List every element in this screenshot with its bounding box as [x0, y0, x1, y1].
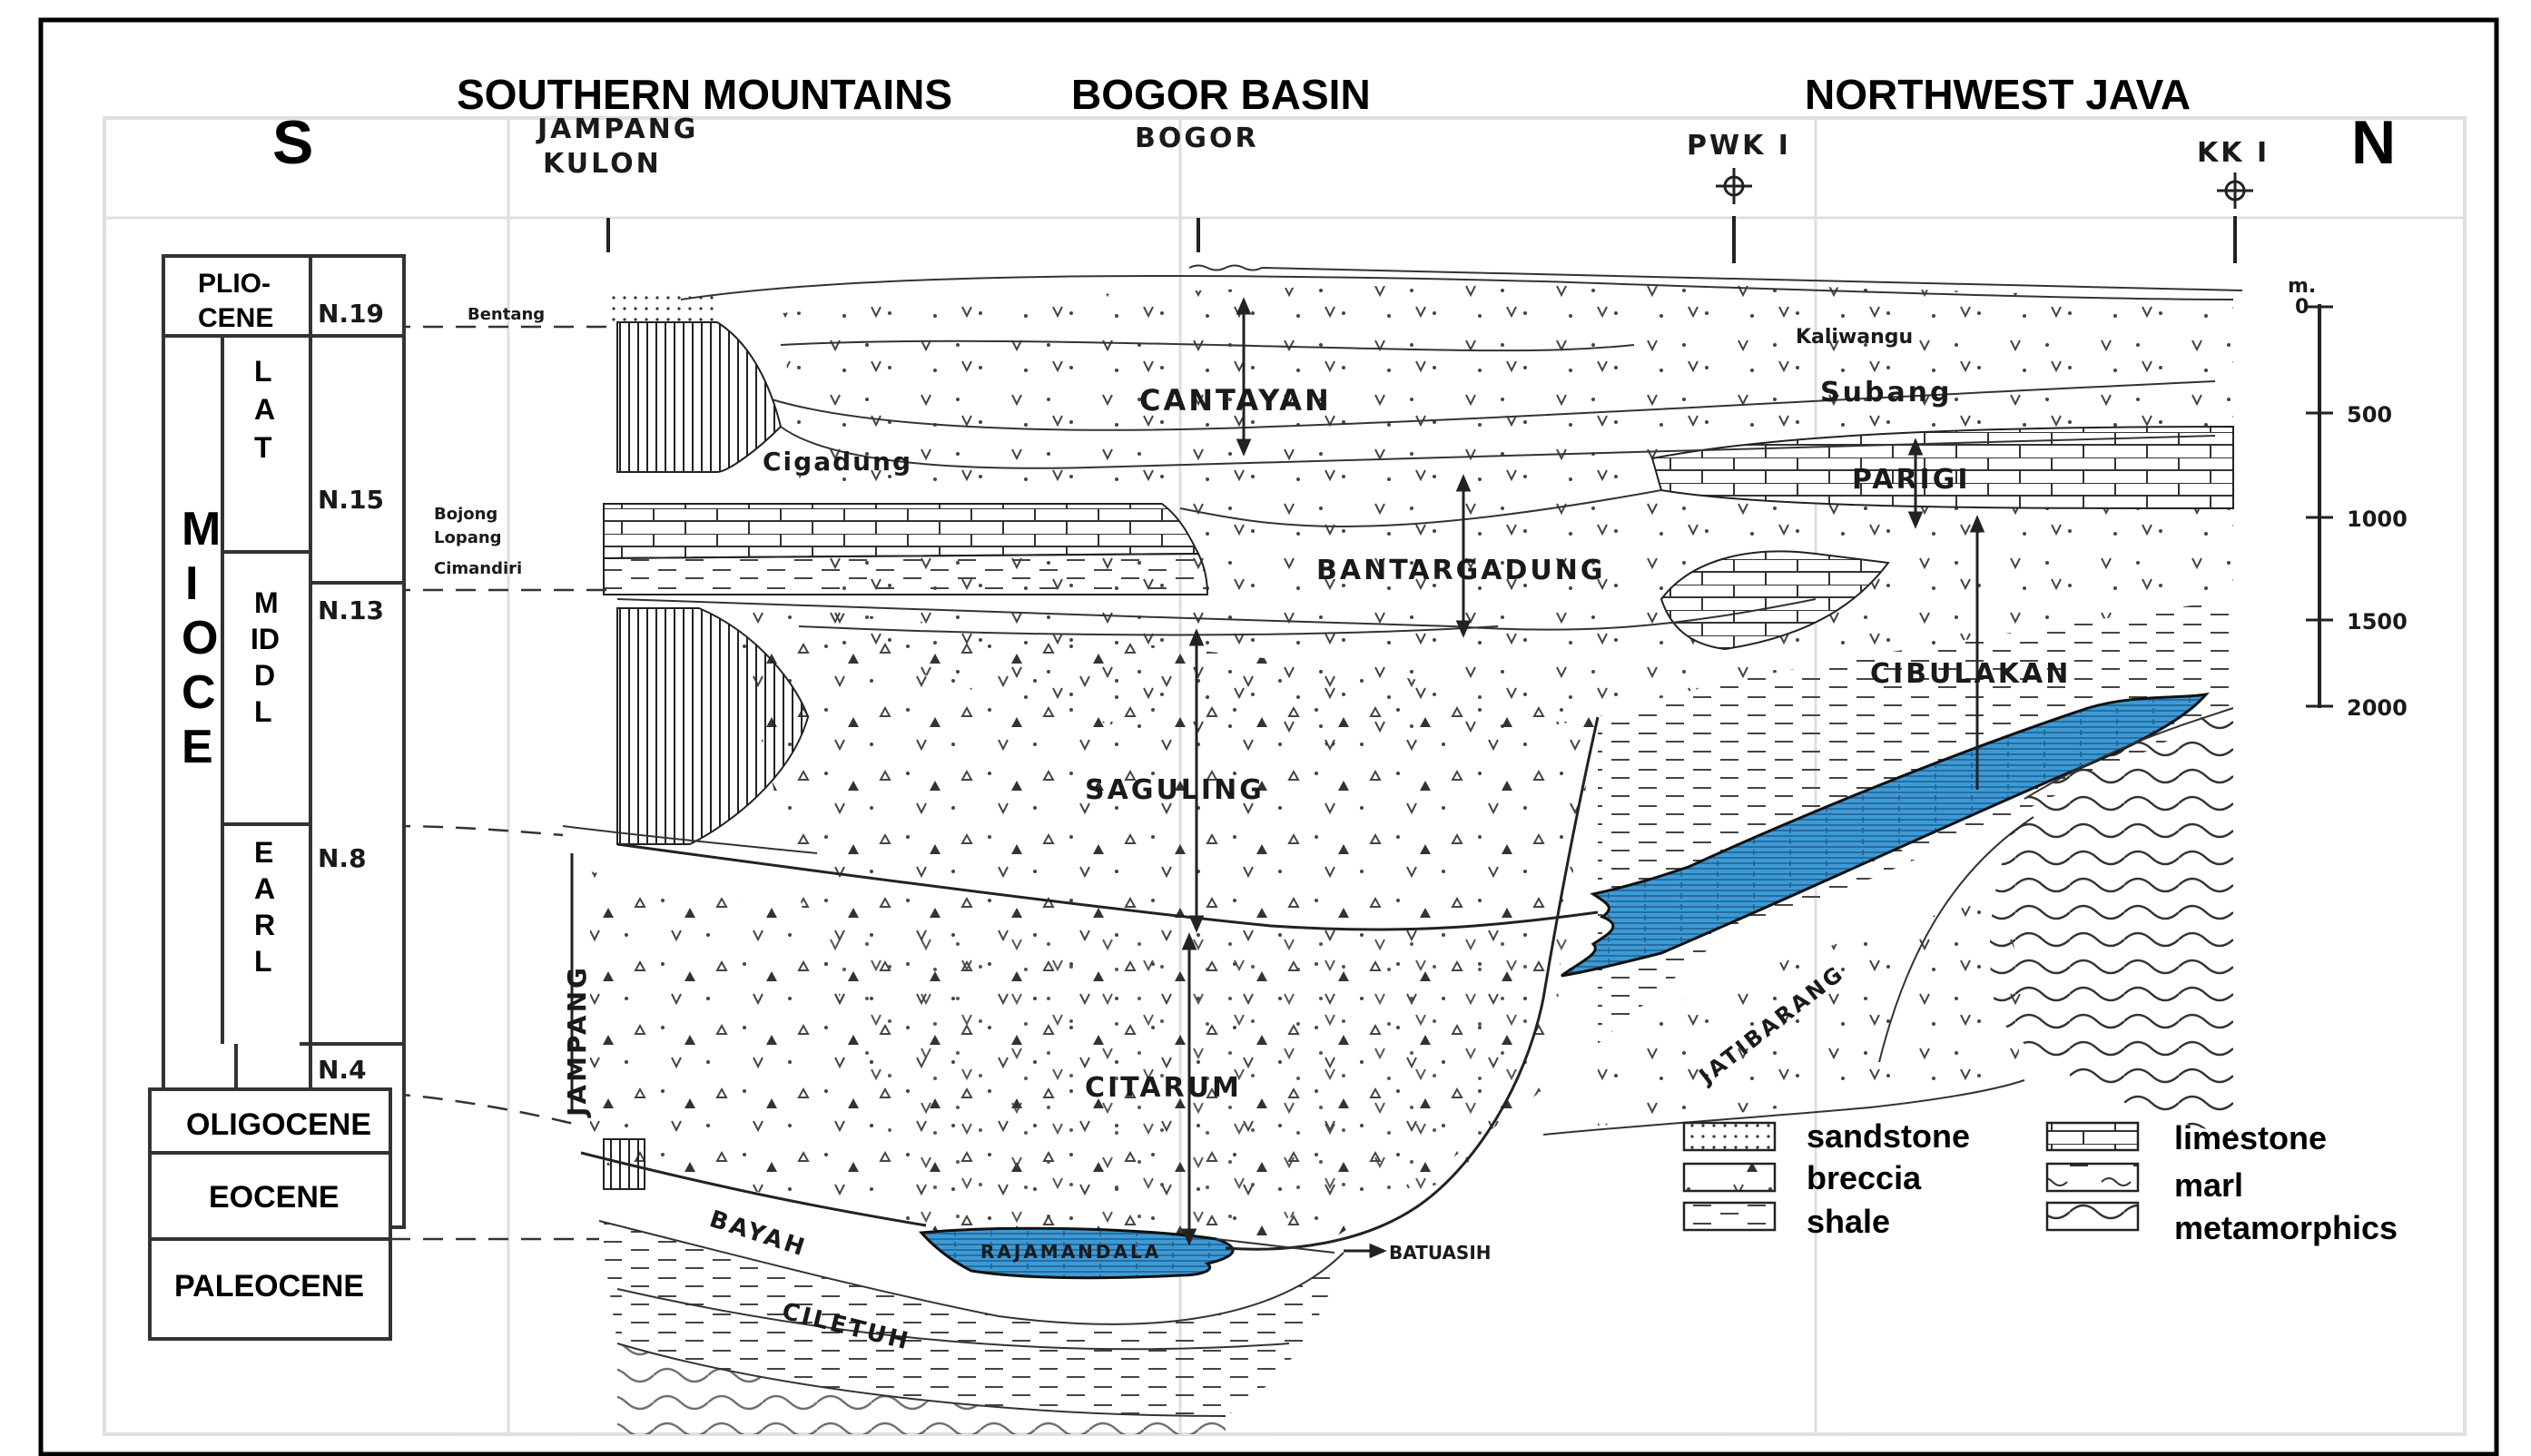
legend-sandstone: sandstone — [1807, 1117, 1970, 1155]
bayah-ciletuh-fill — [599, 1221, 1344, 1416]
location-kk1: KK I — [2197, 137, 2270, 169]
depth-scale — [2306, 304, 2333, 708]
legend-metamorphics: metamorphics — [2174, 1209, 2398, 1246]
middle-letter-3: D — [254, 659, 275, 692]
late-letter-2: A — [254, 393, 275, 426]
talang-akar-carbonate-highlight — [1561, 692, 2210, 978]
bojong-lopang-limestone — [603, 503, 1200, 560]
miocene-letter-3: O — [182, 612, 218, 664]
late-letter-3: T — [254, 431, 272, 464]
epoch-paleocene: PALEOCENE — [174, 1269, 364, 1304]
miocene-letter-1: M — [182, 503, 221, 556]
header-bogor-basin: BOGOR BASIN — [1071, 71, 1371, 118]
early-letter-3: R — [254, 909, 275, 941]
formation-jampang: JAMPANG — [562, 965, 592, 1118]
early-letter-1: E — [254, 836, 273, 869]
legend-shale: shale — [1807, 1203, 1890, 1240]
zone-n8: N.8 — [318, 843, 367, 873]
miocene-letter-2: I — [185, 557, 198, 610]
legend-swatches — [1682, 1121, 2140, 1232]
zone-n13: N.13 — [318, 595, 384, 625]
location-jampang: JAMPANG — [536, 113, 698, 145]
epoch-miocene: M I O C E — [182, 503, 221, 773]
epoch-pliocene-2: CENE — [198, 303, 273, 333]
formation-bentang: Bentang — [468, 305, 545, 324]
header-southern-mountains: SOUTHERN MOUNTAINS — [457, 71, 952, 118]
citarum-lower-fill — [817, 917, 1589, 1238]
legend-marl: marl — [2174, 1166, 2243, 1204]
depth-tick-0: 0 — [2295, 296, 2309, 319]
depth-unit: m. — [2288, 275, 2316, 298]
hatched-column-lower — [616, 607, 810, 845]
thickness-arrows — [1181, 297, 1985, 1259]
bentang-lens — [608, 290, 717, 322]
formation-subang: Subang — [1820, 377, 1953, 408]
formation-cantayan: CANTAYAN — [1139, 383, 1332, 418]
location-kulon: KULON — [543, 148, 662, 180]
subepoch-late: L A T — [254, 355, 275, 464]
ciletuh-basement-fill — [617, 1343, 1226, 1434]
formation-cimandiri: Cimandiri — [434, 559, 522, 578]
depth-tick-2000: 2000 — [2347, 695, 2408, 721]
depth-tick-1500: 1500 — [2347, 609, 2408, 635]
jampang-breccia-fill — [590, 871, 917, 1207]
time-column — [148, 254, 406, 1341]
south-label: S — [272, 108, 313, 177]
subepoch-early: E A R L — [254, 836, 275, 978]
formation-citarum: CITARUM — [1085, 1072, 1242, 1104]
well-markers — [606, 168, 2253, 263]
metamorphic-basement-fill — [1989, 708, 2233, 1135]
formation-parigi: PARIGI — [1852, 464, 1971, 496]
boundary-lines — [562, 264, 2243, 1417]
middle-letter-2: ID — [251, 623, 280, 655]
subepoch-middle: M ID D L — [251, 586, 280, 728]
bantargadung-limestone — [1659, 550, 1890, 651]
formation-bojong: Bojong — [434, 505, 497, 524]
legend-breccia: breccia — [1807, 1159, 1922, 1196]
formation-cigadung: Cigadung — [763, 447, 912, 477]
middle-letter-4: L — [254, 695, 272, 728]
formation-kaliwangu: Kaliwangu — [1796, 326, 1913, 349]
zone-n15: N.15 — [318, 485, 384, 515]
rajamandala-highlight — [918, 1226, 1235, 1280]
formation-batuasih: BATUASIH — [1389, 1242, 1492, 1264]
location-pwk1: PWK I — [1687, 130, 1791, 162]
miocene-letter-4: C — [182, 666, 216, 719]
early-letter-2: A — [254, 872, 275, 905]
epoch-pliocene-1: PLIO- — [198, 269, 271, 299]
jatibarang-fill — [1598, 899, 2021, 1126]
epoch-oligocene: OLIGOCENE — [186, 1107, 371, 1142]
zone-n19: N.19 — [318, 299, 384, 329]
early-letter-4: L — [254, 945, 272, 978]
north-label: N — [2351, 108, 2396, 177]
zone-n4: N.4 — [318, 1055, 367, 1085]
formation-saguling: SAGULING — [1085, 774, 1265, 806]
formation-bantargadung: BANTARGADUNG — [1316, 555, 1605, 586]
correlation-dashes — [389, 325, 608, 1241]
formation-rajamandala: RAJAMANDALA — [980, 1241, 1161, 1263]
figure-frame — [38, 17, 2499, 1456]
cimandiri-shale — [603, 552, 1209, 595]
hatched-column-upper — [616, 321, 783, 473]
formation-lopang: Lopang — [434, 528, 502, 547]
late-letter-1: L — [254, 355, 272, 388]
miocene-letter-5: E — [182, 721, 213, 773]
depth-tick-1000: 1000 — [2347, 507, 2408, 532]
header-northwest-java: NORTHWEST JAVA — [1805, 71, 2191, 118]
depth-tick-500: 500 — [2347, 402, 2392, 428]
middle-letter-1: M — [254, 586, 279, 619]
epoch-eocene: EOCENE — [209, 1180, 340, 1215]
legend-limestone: limestone — [2174, 1119, 2327, 1156]
location-bogor: BOGOR — [1135, 123, 1259, 154]
formation-cibulakan: CIBULAKAN — [1870, 658, 2071, 690]
